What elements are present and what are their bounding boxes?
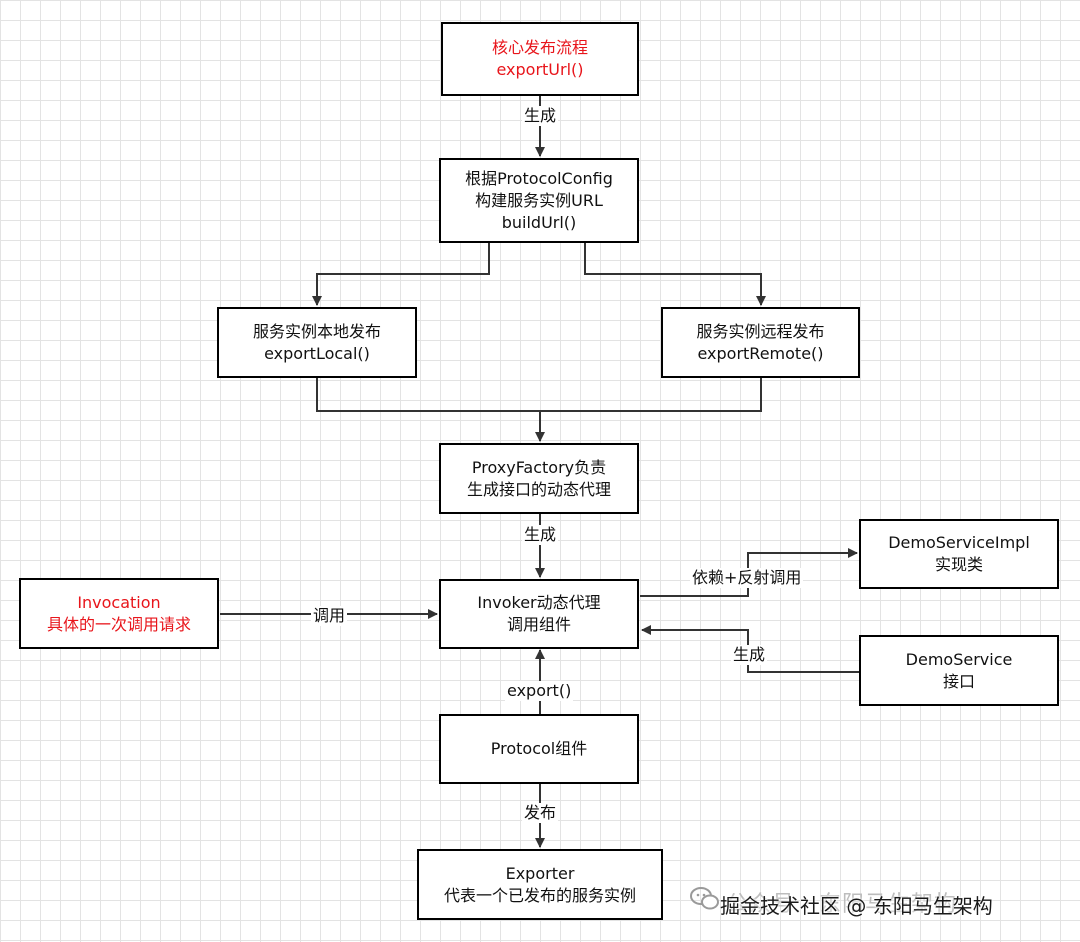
export-remote-node: 服务实例远程发布 exportRemote() (661, 307, 860, 378)
build-url-line2: 构建服务实例URL (475, 190, 603, 210)
export-remote-method: exportRemote() (697, 343, 824, 363)
build-url-node: 根据ProtocolConfig 构建服务实例URL buildUrl() (439, 158, 639, 243)
proxy-factory-node: ProxyFactory负责 生成接口的动态代理 (439, 443, 639, 514)
export-local-method: exportLocal() (264, 343, 370, 363)
invoker-node: Invoker动态代理 调用组件 (439, 579, 639, 649)
core-publish-node: 核心发布流程 exportUrl() (441, 22, 639, 96)
invocation-line1: Invocation (77, 592, 161, 612)
proxy-factory-line1: ProxyFactory负责 (471, 457, 607, 477)
edge-label-export: export() (505, 681, 574, 701)
edge-label-core-to-build: 生成 (522, 106, 559, 126)
demo-service-impl-line1: DemoServiceImpl (888, 533, 1030, 552)
build-url-line3: buildUrl() (501, 212, 577, 232)
demo-service-node: DemoService 接口 (859, 635, 1059, 706)
demo-service-line1: DemoService (905, 649, 1013, 669)
build-url-line1: 根据ProtocolConfig (465, 168, 613, 188)
invocation-node: Invocation 具体的一次调用请求 (19, 578, 219, 649)
proxy-factory-line2: 生成接口的动态代理 (466, 479, 611, 499)
export-local-node: 服务实例本地发布 exportLocal() (217, 307, 417, 378)
watermark: 公众号 · 东阳马生架构 掘金技术社区 @ 东阳马生架构 (690, 884, 1060, 924)
demo-service-line2: 接口 (942, 671, 975, 691)
export-local-title: 服务实例本地发布 (252, 321, 381, 341)
edge-label-service-generate: 生成 (731, 645, 768, 665)
watermark-text: 掘金技术社区 @ 东阳马生架构 (720, 894, 993, 918)
invoker-line2: 调用组件 (506, 615, 571, 634)
invocation-line2: 具体的一次调用请求 (46, 614, 191, 634)
edge-label-publish: 发布 (522, 803, 559, 823)
watermark-faded-text: 公众号 · 东阳马生架构 (726, 892, 957, 917)
exporter-node: Exporter 代表一个已发布的服务实例 (417, 849, 663, 920)
edge-build-to-local (312, 243, 490, 306)
protocol-node: Protocol组件 (439, 714, 639, 784)
protocol-line1: Protocol组件 (490, 739, 588, 758)
edge-label-invocation-call: 调用 (311, 606, 348, 626)
export-remote-title: 服务实例远程发布 (696, 321, 825, 341)
exporter-line1: Exporter (505, 863, 575, 883)
core-publish-title: 核心发布流程 (491, 38, 588, 57)
edge-label-dependency-reflection: 依赖+反射调用 (690, 568, 804, 588)
wechat-icon (690, 887, 719, 910)
demo-service-impl-node: DemoServiceImpl 实现类 (859, 519, 1059, 589)
invoker-line1: Invoker动态代理 (477, 593, 601, 612)
demo-service-impl-line2: 实现类 (934, 555, 983, 574)
edge-local-to-proxy (316, 378, 545, 442)
edge-remote-join (540, 378, 762, 412)
exporter-line2: 代表一个已发布的服务实例 (443, 885, 636, 905)
edge-build-to-remote (584, 243, 766, 306)
core-publish-method: exportUrl() (496, 60, 584, 79)
edge-label-proxy-to-invoker: 生成 (522, 525, 559, 545)
